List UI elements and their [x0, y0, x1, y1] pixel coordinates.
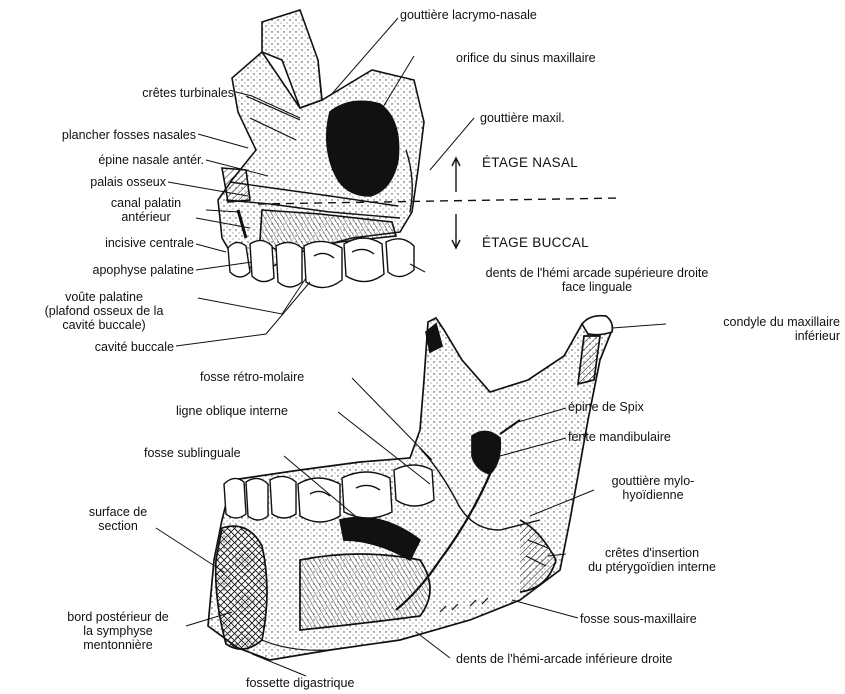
label-voute-line2: (plafond osseux de la — [6, 304, 202, 318]
label-etage-nasal: ÉTAGE NASAL — [482, 156, 578, 170]
label-dents-sup-line1: dents de l'hémi arcade supérieure droite — [424, 266, 770, 280]
label-condyle: condyle du maxillaire inférieur — [660, 315, 840, 343]
label-cavite-buccale: cavité buccale — [40, 340, 174, 354]
upper-teeth — [228, 238, 414, 288]
label-canal-palatin-line2: antérieur — [90, 210, 202, 224]
label-etage-buccal: ÉTAGE BUCCAL — [482, 236, 589, 250]
label-dents-sup-line2: face linguale — [424, 280, 770, 294]
label-fosse-sublinguale: fosse sublinguale — [144, 446, 241, 460]
label-surface-section-line1: surface de — [76, 505, 160, 519]
label-dents-hemi-arcade-superieure: dents de l'hémi arcade supérieure droite… — [424, 266, 770, 294]
label-cretes-insertion-pterygoidien: crêtes d'insertion du ptérygoïdien inter… — [566, 546, 738, 574]
label-canal-palatin: canal palatin antérieur — [90, 196, 202, 224]
label-epine-nasale-anter: épine nasale antér. — [40, 153, 204, 167]
label-dents-hemi-arcade-inferieure: dents de l'hémi-arcade inférieure droite — [456, 652, 672, 666]
label-apophyse-palatine: apophyse palatine — [30, 263, 194, 277]
label-gouttiere-lacrymo-nasale: gouttière lacrymo-nasale — [400, 8, 537, 22]
label-bord-posterieur-symphyse: bord postérieur de la symphyse mentonniè… — [50, 610, 186, 652]
label-incisive-centrale: incisive centrale — [30, 236, 194, 250]
label-gouttiere-mylo-line1: gouttière mylo- — [592, 474, 714, 488]
label-gouttiere-maxil: gouttière maxil. — [480, 111, 565, 125]
label-fosse-retro-molaire: fosse rétro-molaire — [200, 370, 304, 384]
label-voute-palatine: voûte palatine (plafond osseux de la cav… — [6, 290, 202, 332]
label-condyle-line1: condyle du maxillaire — [660, 315, 840, 329]
label-cretes-insertion-line1: crêtes d'insertion — [566, 546, 738, 560]
label-gouttiere-mylo-line2: hyoïdienne — [592, 488, 714, 502]
label-palais-osseux: palais osseux — [40, 175, 166, 189]
maxilla-bone — [218, 10, 424, 272]
label-cretes-insertion-line2: du ptérygoïdien interne — [566, 560, 738, 574]
label-voute-line3: cavité buccale) — [6, 318, 202, 332]
label-plancher-fosses-nasales: plancher fosses nasales — [8, 128, 196, 142]
label-surface-section-line2: section — [76, 519, 160, 533]
label-ligne-oblique-interne: ligne oblique interne — [176, 404, 288, 418]
label-fosse-sous-maxillaire: fosse sous-maxillaire — [580, 612, 697, 626]
label-bord-posterieur-line3: mentonnière — [50, 638, 186, 652]
label-voute-line1: voûte palatine — [6, 290, 202, 304]
label-bord-posterieur-line1: bord postérieur de — [50, 610, 186, 624]
label-condyle-line2: inférieur — [660, 329, 840, 343]
label-fente-mandibulaire: fente mandibulaire — [568, 430, 671, 444]
label-fossette-digastrique: fossette digastrique — [246, 676, 354, 690]
label-cretes-turbinales: crêtes turbinales — [80, 86, 234, 100]
label-bord-posterieur-line2: la symphyse — [50, 624, 186, 638]
label-surface-de-section: surface de section — [76, 505, 160, 533]
label-orifice-sinus-maxillaire: orifice du sinus maxillaire — [456, 51, 596, 65]
label-canal-palatin-line1: canal palatin — [90, 196, 202, 210]
label-epine-de-spix: épine de Spix — [568, 400, 644, 414]
label-gouttiere-mylo-hyoidienne: gouttière mylo- hyoïdienne — [592, 474, 714, 502]
